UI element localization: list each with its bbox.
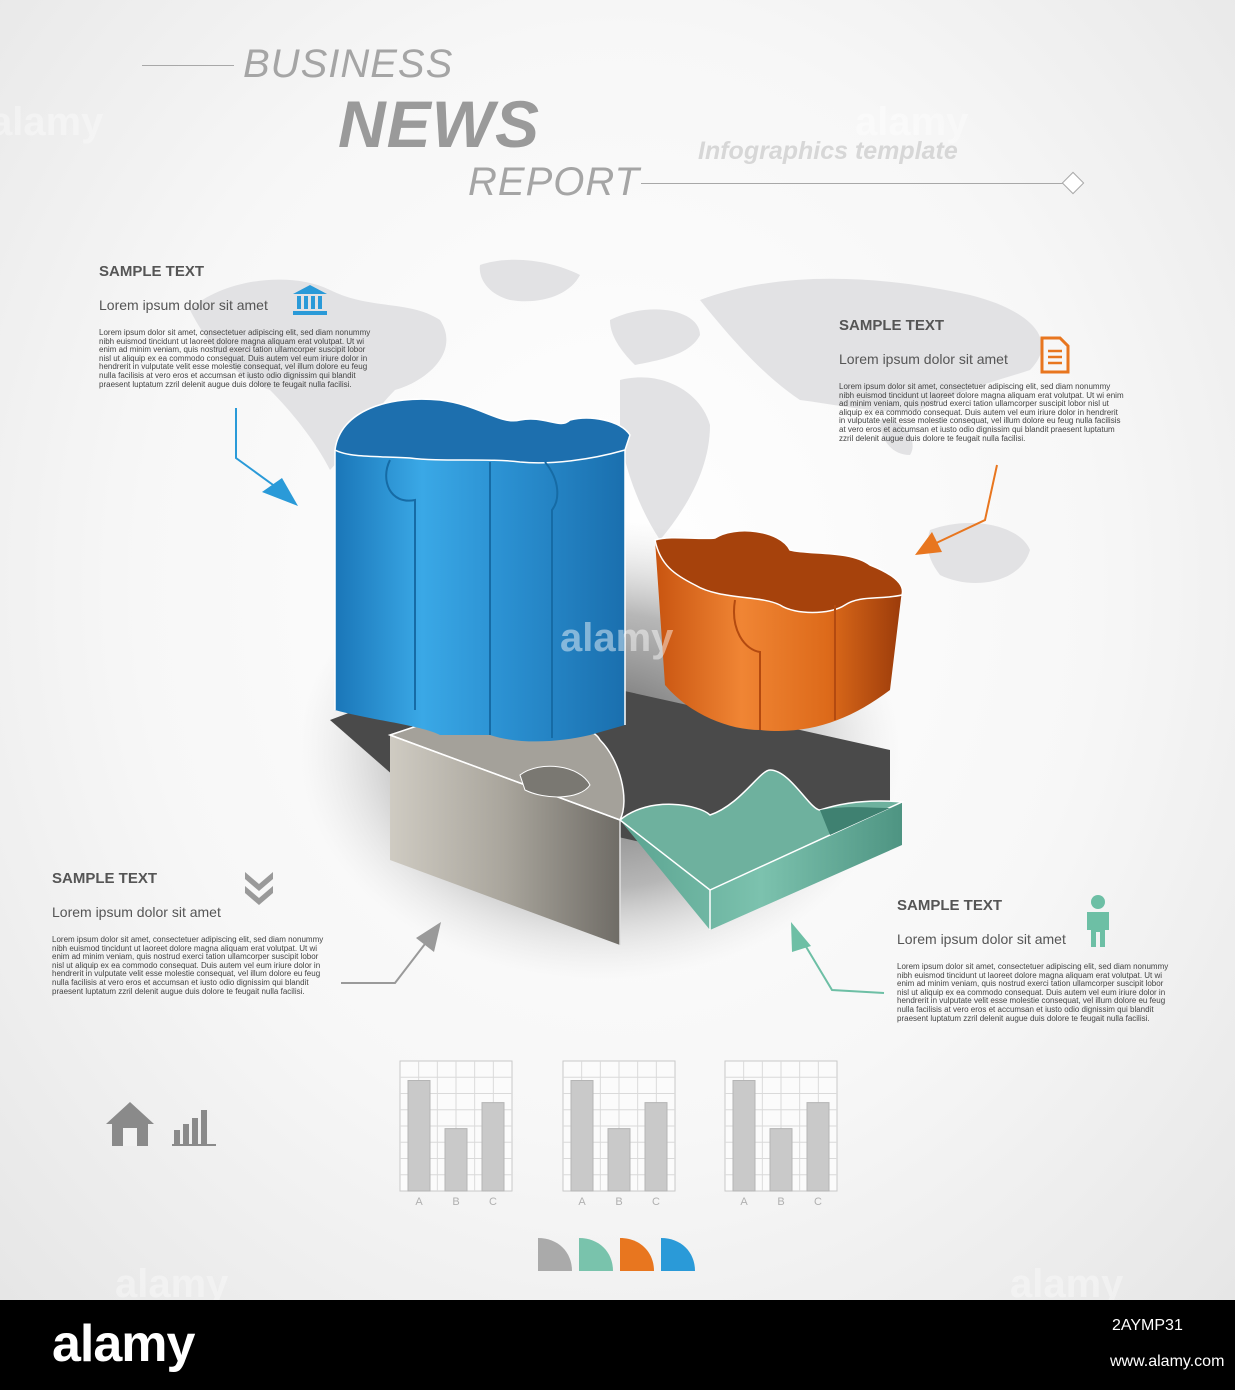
tick-label: A — [415, 1196, 423, 1208]
legend-swatch — [538, 1238, 572, 1271]
infographic-canvas: BUSINESS NEWS REPORT Infographics templa… — [0, 0, 1235, 1300]
block-body: Lorem ipsum dolor sit amet, consectetuer… — [52, 935, 324, 996]
arrow-orange — [931, 464, 998, 546]
arrow-blue — [235, 408, 281, 491]
tick-label: A — [740, 1196, 748, 1208]
watermark: alamy — [560, 616, 674, 660]
block-subtitle: Lorem ipsum dolor sit amet — [839, 351, 1008, 367]
puzzle-piece-orange — [654, 530, 904, 731]
home-icon — [106, 1102, 154, 1146]
watermark: alamy — [855, 100, 969, 144]
block-title: SAMPLE TEXT — [839, 317, 945, 334]
connector-arrows — [235, 408, 998, 994]
header-news: NEWS — [338, 87, 540, 161]
puzzle-piece-blue — [334, 398, 631, 742]
block-title: SAMPLE TEXT — [99, 263, 205, 280]
puzzle-graphic — [300, 398, 905, 980]
document-icon — [1040, 336, 1070, 374]
block-subtitle: Lorem ipsum dolor sit amet — [99, 297, 268, 313]
legend-swatch — [579, 1238, 613, 1271]
watermark: alamy — [1010, 1262, 1124, 1300]
swatch-row — [538, 1238, 695, 1271]
tick-label: C — [814, 1196, 822, 1208]
arrowhead-gray-icon — [416, 922, 441, 952]
arrow-gray — [341, 939, 429, 984]
block-title: SAMPLE TEXT — [897, 897, 1003, 914]
arrowhead-orange-icon — [915, 532, 942, 555]
mini-bar-chart: A B C — [399, 1060, 513, 1208]
tick-label: B — [452, 1196, 459, 1208]
legend-swatch — [620, 1238, 654, 1271]
tick-label: C — [489, 1196, 497, 1208]
footer-url: www.alamy.com — [1110, 1353, 1225, 1370]
bar — [732, 1080, 756, 1192]
header-business: BUSINESS — [243, 42, 454, 86]
arrowhead-blue-icon — [262, 478, 298, 506]
tick-label: B — [777, 1196, 784, 1208]
block-body: Lorem ipsum dolor sit amet, consectetuer… — [897, 962, 1169, 1023]
chevrons-down-icon — [245, 872, 273, 905]
puzzle-piece-teal — [618, 769, 905, 930]
info-block-top-left: SAMPLE TEXT Lorem ipsum dolor sit amet L… — [99, 263, 379, 389]
header-rule-left — [142, 65, 234, 66]
bar — [769, 1128, 793, 1192]
tick-label: A — [578, 1196, 586, 1208]
header-subtitle: Infographics template — [698, 137, 958, 165]
tick-label: B — [615, 1196, 622, 1208]
mini-bar-chart: A B C — [562, 1060, 676, 1208]
bank-icon — [293, 285, 327, 315]
tick-label: C — [652, 1196, 660, 1208]
bar — [607, 1128, 631, 1192]
watermark: alamy — [115, 1262, 229, 1300]
legend-swatch — [661, 1238, 695, 1271]
header-rule-right — [641, 183, 1069, 184]
arrowhead-teal-icon — [791, 922, 811, 952]
info-block-bottom-right: SAMPLE TEXT Lorem ipsum dolor sit amet L… — [897, 897, 1177, 1023]
footer-logo: alamy — [52, 1315, 195, 1373]
bar — [644, 1102, 668, 1192]
footer-image-id: 2AYMP31 — [1112, 1317, 1183, 1334]
bar — [570, 1080, 594, 1192]
bar-chart-icon — [172, 1110, 216, 1146]
header-report: REPORT — [468, 160, 640, 204]
info-block-top-right: SAMPLE TEXT Lorem ipsum dolor sit amet L… — [839, 317, 1124, 443]
block-subtitle: Lorem ipsum dolor sit amet — [897, 931, 1066, 947]
watermark: alamy — [0, 100, 104, 144]
bar — [407, 1080, 431, 1192]
block-title: SAMPLE TEXT — [52, 870, 158, 887]
arrow-teal — [801, 939, 885, 994]
mini-bar-chart: A B C — [724, 1060, 838, 1208]
footer-bar — [0, 1300, 1235, 1390]
person-icon — [1087, 895, 1109, 947]
block-body: Lorem ipsum dolor sit amet, consectetuer… — [839, 382, 1124, 443]
info-block-bottom-left: SAMPLE TEXT Lorem ipsum dolor sit amet L… — [52, 870, 332, 996]
bar — [481, 1102, 505, 1192]
bar — [444, 1128, 468, 1192]
bar — [806, 1102, 830, 1192]
block-subtitle: Lorem ipsum dolor sit amet — [52, 904, 221, 920]
block-body: Lorem ipsum dolor sit amet, consectetuer… — [99, 328, 371, 389]
